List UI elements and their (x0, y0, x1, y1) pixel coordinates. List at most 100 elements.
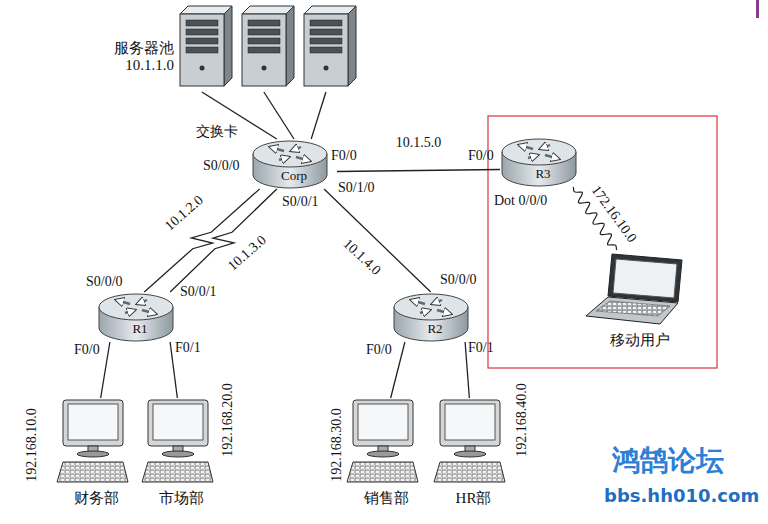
server-top (304, 6, 356, 14)
router-top (394, 294, 468, 320)
router-arrow (545, 155, 559, 159)
router-name: R3 (500, 167, 586, 182)
drive-bay (186, 20, 218, 26)
node-label: HR部 (432, 490, 515, 507)
subnet-label: 192.168.30.0 (329, 408, 344, 482)
watermark-url: bbs.hh010.com (604, 486, 759, 506)
subnet-label: 192.168.40.0 (514, 383, 529, 457)
router-icon: R1 (97, 292, 183, 342)
server-side (286, 6, 294, 86)
network-link (337, 170, 500, 172)
laptop-base (586, 297, 678, 324)
node-label: 服务器池 10.1.1.0 (98, 40, 174, 75)
server-front (304, 14, 348, 86)
server-front (180, 14, 224, 86)
monitor-base (77, 451, 109, 457)
monitor-bezel (148, 400, 208, 446)
router-arrow (528, 155, 538, 158)
network-address: 172.16.10.0 (587, 180, 641, 246)
interface-label: F0/0 (468, 148, 494, 163)
router-arrow (296, 157, 310, 161)
router-top (99, 294, 173, 320)
monitor-base (367, 451, 399, 457)
network-link (101, 342, 110, 398)
node-label: 移动用户 (582, 332, 698, 349)
monitor-screen (153, 404, 203, 440)
subnet-label: 192.168.20.0 (220, 383, 235, 457)
router-arrow (270, 147, 284, 151)
monitor-base (162, 451, 194, 457)
router-arrow (291, 147, 301, 151)
router-icon: R3 (500, 137, 586, 187)
router-icon: R2 (392, 292, 478, 342)
interface-label: S0/0/0 (86, 274, 123, 289)
router-arrow (411, 300, 425, 304)
router-arrow (279, 157, 289, 160)
server-tower (304, 6, 356, 86)
network-address: 10.1.3.0 (224, 230, 271, 274)
router-arrow (137, 300, 147, 304)
drive-bay (186, 47, 218, 53)
keyboard (434, 462, 505, 482)
drive-bay (186, 29, 218, 35)
router-arrow (540, 145, 550, 149)
interface-label: S0/0/1 (282, 194, 319, 209)
drive-bay (310, 29, 342, 35)
interface-label: 交换卡 (196, 124, 238, 139)
interface-label: F0/1 (175, 340, 201, 355)
server-top (242, 6, 294, 14)
laptop-icon: 移动用户 (582, 250, 698, 353)
interface-label: Dot 0/0/0 (494, 193, 547, 208)
server-tower (242, 6, 294, 86)
subnet-label: 192.168.10.0 (24, 408, 39, 482)
router-arrow (116, 300, 130, 304)
power-led (200, 66, 205, 71)
monitor-screen (68, 404, 118, 440)
network-address: 10.1.2.0 (160, 190, 207, 234)
server-pool: 服务器池 10.1.1.0 (98, 4, 363, 92)
interface-label: S0/0/0 (203, 158, 240, 173)
drive-bay (310, 38, 342, 44)
network-link (324, 189, 431, 292)
laptop-screen (613, 259, 677, 298)
interface-label: S0/0/1 (180, 284, 217, 299)
interface-label: S0/1/0 (338, 180, 375, 195)
router-icon: Corp (251, 139, 337, 189)
interface-label: F0/0 (331, 148, 357, 163)
monitor-bezel (440, 400, 500, 446)
router-arrow (432, 300, 442, 304)
monitor-bezel (63, 400, 123, 446)
router-name: R2 (392, 322, 478, 337)
workstation: 销售部 (345, 398, 428, 511)
router-arrow (420, 310, 430, 313)
corner-mark (756, 0, 759, 18)
keyboard (57, 462, 128, 482)
network-link (391, 342, 405, 398)
router-name: Corp (251, 169, 337, 184)
router-arrow (142, 310, 156, 314)
drive-bay (310, 47, 342, 53)
monitor-bezel (353, 400, 413, 446)
power-led (262, 66, 267, 71)
router-name: R1 (97, 322, 183, 337)
workstation: HR部 (432, 398, 515, 511)
server-front (242, 14, 286, 86)
server-side (348, 6, 356, 86)
workstation: 市场部 (140, 398, 223, 511)
network-link (264, 92, 294, 139)
laptop-lid (608, 254, 682, 302)
server-top (180, 6, 232, 14)
router-arrow (125, 310, 135, 313)
router-arrow (437, 310, 451, 314)
interface-label: F0/0 (74, 342, 100, 357)
node-label: 市场部 (140, 490, 223, 507)
drive-bay (186, 38, 218, 44)
server-tower (180, 6, 232, 86)
interface-label: F0/1 (468, 340, 494, 355)
keyboard (347, 462, 418, 482)
router-arrow (519, 145, 533, 149)
node-label: 销售部 (345, 490, 428, 507)
drive-bay (248, 47, 280, 53)
drive-bay (248, 38, 280, 44)
